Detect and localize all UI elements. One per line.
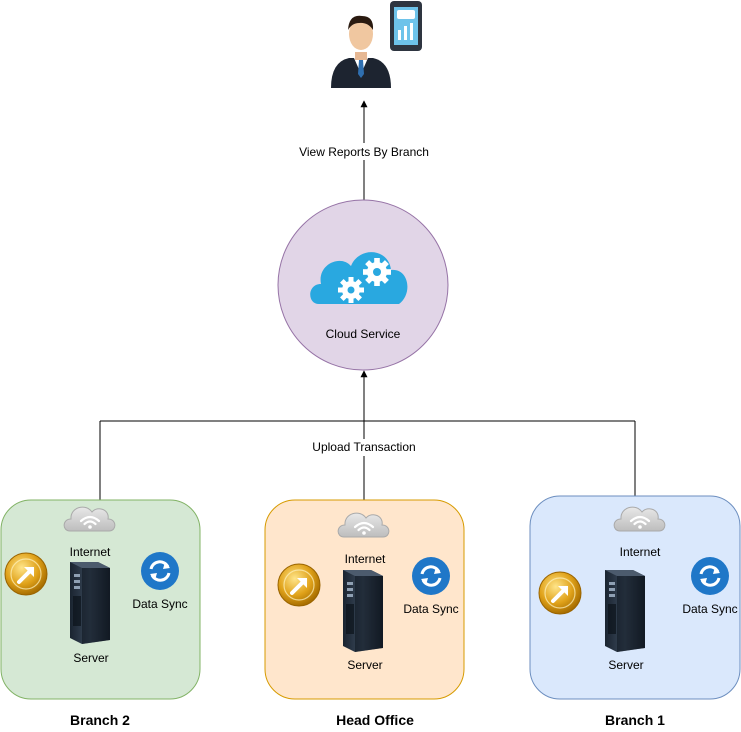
branch-title: Head Office — [336, 712, 414, 728]
server-label: Server — [608, 658, 643, 672]
server-icon — [70, 562, 110, 644]
data-sync-icon — [139, 550, 181, 592]
head-office-box: Internet Data Sync Server Head Office — [264, 499, 465, 728]
data-sync-label: Data Sync — [682, 602, 737, 616]
server-icon — [605, 570, 645, 652]
gold-arrow-icon — [276, 562, 322, 608]
branch-title: Branch 2 — [70, 712, 130, 728]
data-sync-label: Data Sync — [132, 597, 187, 611]
cloud-service-node: Cloud Service — [277, 199, 449, 371]
gold-arrow-icon — [3, 551, 49, 597]
data-sync-label: Data Sync — [403, 602, 458, 616]
server-label: Server — [347, 658, 382, 672]
internet-label: Internet — [345, 552, 386, 566]
data-sync-icon — [410, 555, 452, 597]
server-icon — [343, 570, 383, 652]
internet-label: Internet — [620, 545, 661, 559]
gold-arrow-icon — [537, 570, 583, 616]
tablet-report-icon — [390, 1, 422, 51]
branch-2-box: Internet Data Sync Server Branch 2 — [0, 499, 201, 728]
cloud-gears-icon — [310, 252, 408, 304]
reports-edge-label: View Reports By Branch — [299, 145, 429, 159]
branch-title: Branch 1 — [605, 712, 665, 728]
cloud-service-label: Cloud Service — [326, 327, 401, 341]
internet-label: Internet — [70, 545, 111, 559]
data-sync-icon — [689, 555, 731, 597]
businessman-icon — [331, 15, 391, 88]
branch-1-box: Internet Data Sync Server Branch 1 — [529, 495, 741, 728]
upload-edge-label: Upload Transaction — [312, 440, 415, 454]
server-label: Server — [73, 651, 108, 665]
